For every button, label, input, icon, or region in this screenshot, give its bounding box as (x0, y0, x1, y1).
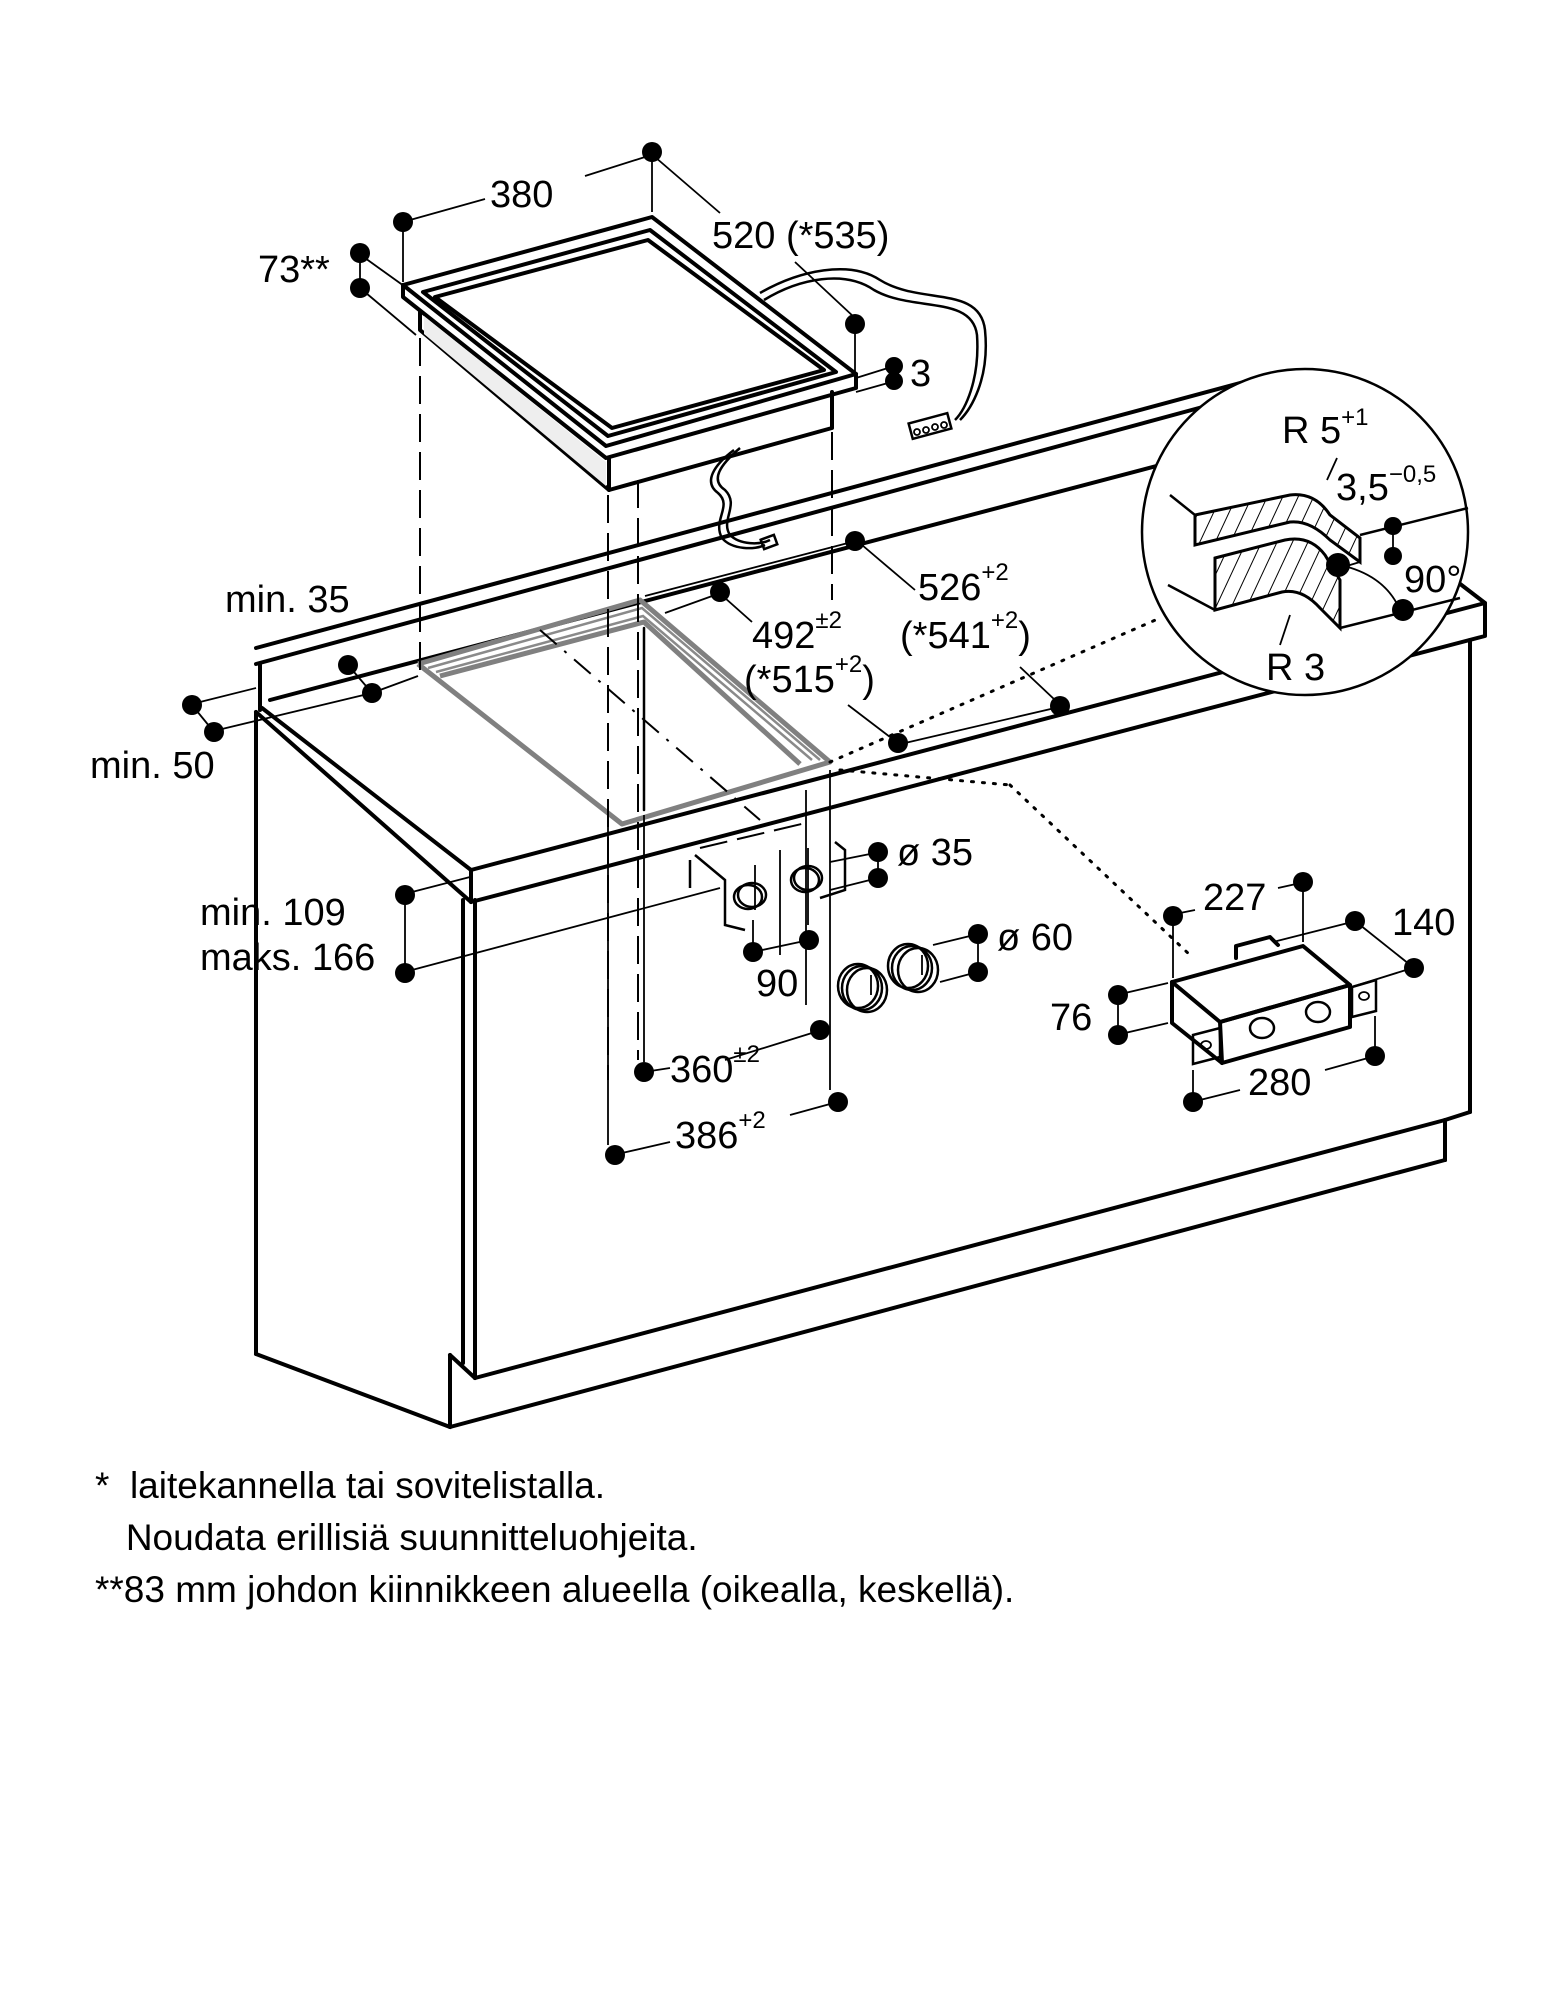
footnote-1-cont: Noudata erillisiä suunnitteluohjeita. (95, 1517, 698, 1558)
dim-point (845, 314, 865, 334)
dim-point (845, 531, 865, 551)
dim-box-140: 140 (1392, 902, 1455, 944)
dim-point (1392, 599, 1414, 621)
dim-appliance: 380 520 (*535) 73** 3 (258, 142, 931, 395)
dim-cutout-386: 386+2 (675, 1107, 766, 1157)
dim-cutout-541: (*541+2) (900, 607, 1031, 657)
dim-hole-spacing: 90 (756, 963, 798, 1005)
detail-radius-top: R 5+1 (1282, 404, 1369, 452)
detail-step: 3,5−0,5 (1336, 461, 1436, 509)
dim-width-380: 380 (490, 174, 553, 216)
dim-cutout-515: (*515+2) (744, 651, 875, 701)
dim-point (885, 357, 903, 375)
clearance-height-min: min. 109 (200, 892, 346, 934)
appliance (401, 215, 988, 551)
dim-box-227: 227 (1203, 877, 1266, 919)
knob-assembly: ø 35 90 ø 60 (688, 821, 1073, 1014)
dim-cutout-depth: 492±2 (*515+2) 526+2 (*541+2) (644, 531, 1070, 753)
dim-box-76: 76 (1050, 997, 1092, 1039)
dim-cutout-360: 360±2 (670, 1041, 760, 1091)
clearance-front: min. 50 (90, 745, 215, 787)
dim-knob-diameter: ø 60 (997, 917, 1073, 959)
dim-point (1365, 1046, 1385, 1066)
dim-point (1183, 1092, 1203, 1112)
knob (836, 962, 889, 1014)
dim-point (605, 1145, 625, 1165)
projection-lines (419, 338, 1192, 1145)
dim-height-73: 73** (258, 249, 330, 291)
dim-hole-diameter: ø 35 (897, 832, 973, 874)
clearance-height-max: maks. 166 (200, 937, 375, 979)
clearance-back: min. 35 (225, 579, 350, 621)
dim-cutout-526: 526+2 (918, 559, 1009, 609)
detail-angle: 90° (1404, 559, 1461, 601)
dim-point (710, 582, 730, 602)
dim-point (885, 372, 903, 390)
dim-point (888, 733, 908, 753)
detail-magnifier: R 5+1 3,5−0,5 90° R 3 (1140, 367, 1470, 697)
dim-box-280: 280 (1248, 1062, 1311, 1104)
detail-radius-bottom: R 3 (1266, 647, 1325, 689)
dim-point (828, 1092, 848, 1112)
footnote-2: **83 mm johdon kiinnikkeen alueella (oik… (95, 1569, 1015, 1610)
control-box: 227 140 76 280 (1050, 872, 1455, 1112)
footnote-1: * laitekannella tai sovitelistalla. (95, 1465, 606, 1506)
dim-point (810, 1020, 830, 1040)
dim-cutout-492: 492±2 (752, 607, 842, 657)
dim-point (1326, 553, 1350, 577)
knob-hole (736, 881, 768, 909)
dim-depth-520: 520 (*535) (712, 215, 889, 257)
dim-clearances: min. 35 min. 50 min. 109 maks. 166 (90, 579, 721, 983)
cabinet (254, 377, 1487, 1429)
dim-frame-3: 3 (910, 353, 931, 395)
knob (886, 942, 940, 994)
dim-cutout-width: 360±2 386+2 (605, 815, 848, 1165)
dim-point (1050, 696, 1070, 716)
